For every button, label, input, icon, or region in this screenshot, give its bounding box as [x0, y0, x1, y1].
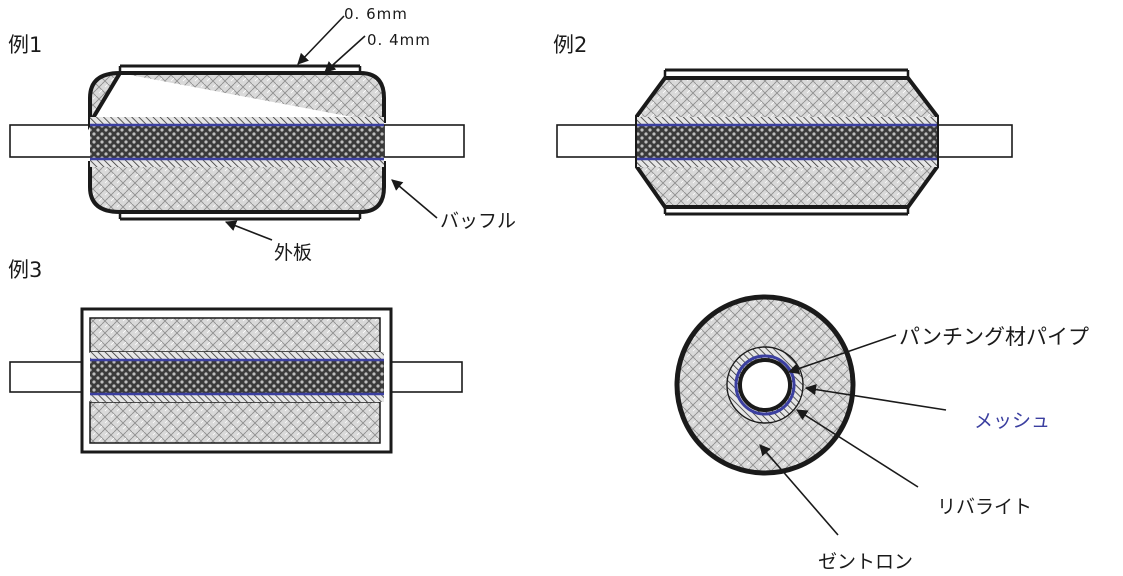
inlet-pipe: [9, 124, 93, 158]
example-3: 例3: [8, 258, 463, 454]
punching-pipe-label: パンチング材パイプ: [899, 325, 1089, 349]
example-1-title: 例1: [8, 33, 42, 57]
mesh-ring: [734, 354, 796, 416]
punching-pipe-ring: [738, 358, 792, 412]
outlet-pipe: [383, 124, 465, 158]
zentron-top: [89, 317, 381, 353]
zentron-arrow: [759, 444, 839, 536]
dim-outer-label: 0. 6mm: [344, 5, 408, 23]
punching-pipe-arrow: [787, 334, 897, 374]
rivalite-top: [90, 117, 384, 125]
example-3-title: 例3: [8, 258, 42, 282]
example-2: 例2: [553, 33, 1013, 216]
baffle-label: バッフル: [440, 210, 516, 232]
inlet-pipe: [556, 124, 640, 158]
dim-inner-label: 0. 4mm: [367, 31, 431, 49]
zentron-bottom: [89, 401, 381, 444]
rivalite-arrow: [796, 409, 919, 488]
rivalite-bottom: [90, 394, 384, 402]
mesh-label: メッシュ: [974, 410, 1050, 432]
dim-outer-arrow: [297, 15, 345, 65]
example-2-title: 例2: [553, 33, 587, 57]
outlet-pipe: [931, 124, 1013, 158]
rivalite-bottom: [90, 159, 384, 167]
outlet-pipe: [381, 361, 463, 393]
rivalite-top: [637, 117, 937, 125]
zentron-label: ゼントロン: [818, 551, 913, 573]
mesh-arrow: [804, 384, 947, 411]
rivalite-top: [90, 352, 384, 360]
outer-plate-arrow: [224, 220, 273, 241]
rivalite-bottom: [637, 159, 937, 167]
cross-section: パンチング材パイプ メッシュ リバライト ゼントロン: [674, 294, 1089, 573]
example-1: 例1 0. 6mm 0. 4mm バッフル 外板: [8, 5, 516, 264]
dim-inner-arrow: [324, 35, 366, 73]
outer-plate-label: 外板: [274, 242, 312, 264]
rivalite-label: リバライト: [937, 496, 1032, 518]
baffle-arrow: [391, 179, 438, 219]
inlet-pipe: [9, 361, 95, 393]
